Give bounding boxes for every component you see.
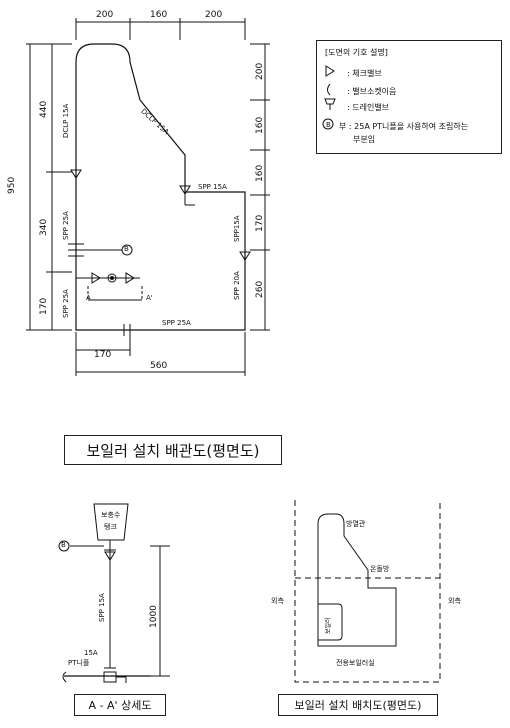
layout-outside-left: 외측 — [271, 597, 284, 605]
pipe-spp25a-bottom: SPP 25A — [162, 319, 191, 327]
pipe-spp25a-v2: SPP 25A — [62, 289, 70, 318]
pipe-spp15a-v: SPP15A — [233, 215, 241, 242]
legend-title: [도면의 기호 설명] — [325, 48, 388, 57]
title-layout: 보일러 설치 배치도(평면도) — [278, 694, 438, 716]
dim-right-5: 260 — [255, 280, 265, 298]
dim-left-3: 170 — [39, 297, 49, 315]
title-plan: 보일러 설치 배관도(평면도) — [64, 435, 282, 465]
pipe-spp15a-h: SPP 15A — [198, 183, 227, 191]
layout-outside-right: 외측 — [448, 597, 461, 605]
dim-left-total: 950 — [7, 176, 17, 194]
pipe-dclp-left: DCLP 15A — [62, 103, 70, 138]
layout-boiler: 보일러 — [325, 617, 332, 634]
pipe-loop — [75, 43, 246, 331]
detail-marker-b: B — [61, 541, 66, 549]
title-detail: A - A' 상세도 — [74, 694, 166, 716]
dim-bottom-total: 560 — [150, 361, 168, 371]
pipe-spp25a-v: SPP 25A — [62, 211, 70, 240]
title-layout-text: 보일러 설치 배치도(평면도) — [294, 699, 422, 712]
dim-right-2: 160 — [255, 116, 265, 134]
section-a: A — [86, 294, 91, 302]
pipe-spp20a: SPP 20A — [233, 271, 241, 300]
legend: [도면의 기호 설명] : 체크밸브 : 밸브소켓이음 : 드레인밸브 B 부 … — [316, 40, 502, 154]
layout-header: 온돌방 — [370, 565, 390, 573]
legend-item-b-line1: 부 : 25A PT니플을 사용하여 조립하는 — [339, 122, 469, 131]
dim-right-3: 160 — [255, 164, 265, 182]
detail-height: 1000 — [149, 605, 159, 628]
detail-nipple-label: PT니플 — [68, 659, 90, 667]
detail-tank-line1: 보충수 — [101, 511, 121, 519]
marker-b-plan: B — [124, 245, 129, 253]
dim-bottom-small: 170 — [94, 350, 112, 360]
title-detail-text: A - A' 상세도 — [88, 699, 152, 712]
legend-item-valve-socket: : 밸브소켓이음 — [347, 87, 397, 96]
dim-top-2: 160 — [150, 10, 168, 20]
detail-nipple-size: 15A — [84, 649, 98, 657]
dim-left-1: 440 — [39, 100, 49, 118]
section-a-prime: A' — [146, 294, 153, 302]
dim-left-2: 340 — [39, 218, 49, 236]
dim-top-3: 200 — [205, 10, 223, 20]
legend-item-b-marker: B — [326, 121, 331, 129]
legend-item-drain-valve: : 드레인밸브 — [347, 103, 390, 112]
legend-item-check-valve: : 체크밸브 — [347, 69, 382, 78]
legend-item-b-line2: 부분임 — [353, 135, 376, 144]
dim-right-1: 200 — [255, 62, 265, 80]
layout-radiator: 방열관 — [346, 520, 366, 528]
dim-right-4: 170 — [255, 214, 265, 232]
layout-room: 전용보일러실 — [336, 659, 375, 667]
dim-top-1: 200 — [96, 10, 114, 20]
detail-pipe: SPP 15A — [98, 593, 106, 622]
title-plan-text: 보일러 설치 배관도(평면도) — [86, 441, 260, 460]
detail-tank-line2: 탱크 — [104, 523, 117, 531]
